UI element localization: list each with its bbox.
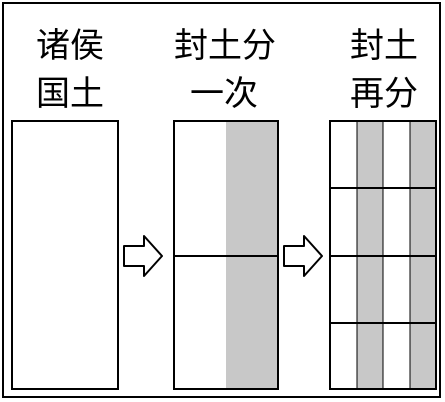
arrow-right-icon-2 bbox=[283, 235, 323, 277]
heading-second-split-line2: 再分 bbox=[350, 74, 418, 114]
outer-frame bbox=[2, 2, 441, 398]
panel-original bbox=[11, 120, 119, 390]
arrow-right-icon-1 bbox=[123, 235, 163, 277]
heading-original-line1: 诸侯 bbox=[36, 26, 104, 66]
panel-second-split bbox=[329, 120, 437, 390]
heading-first-split-line2: 一次 bbox=[190, 74, 258, 114]
heading-second-split-line1: 封土 bbox=[350, 26, 418, 66]
heading-first-split-line1: 封土分 bbox=[174, 26, 276, 66]
heading-original-line2: 国土 bbox=[36, 74, 104, 114]
panel-first-split bbox=[173, 120, 279, 390]
